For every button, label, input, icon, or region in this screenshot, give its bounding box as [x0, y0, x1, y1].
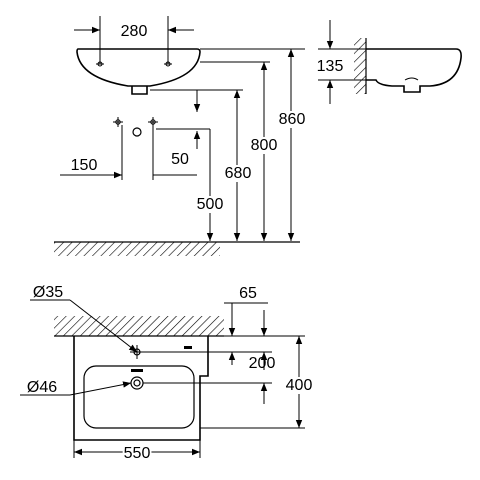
basin-plan-bowl [83, 365, 195, 429]
brand-marker [184, 346, 192, 349]
supply-right-point [148, 117, 158, 127]
front-elevation: 280 150 50 [54, 16, 307, 256]
supply-left-point [113, 117, 123, 127]
dim-tap-to-waste-label: 200 [249, 355, 276, 372]
plan-view: Ø35 Ø46 65 200 400 550 [20, 284, 314, 462]
dim-supply-spacing-label: 50 [171, 151, 189, 168]
dim-supply-height-label-backing [195, 196, 225, 213]
wall-hatch-side [354, 38, 366, 94]
dim-width-label-backing [122, 445, 152, 462]
waste-hole-inner [133, 379, 141, 387]
dim-depth-label-backing [284, 377, 314, 394]
dim-overflow-hole-label: Ø46 [27, 379, 57, 396]
dim-rim-height-label-backing [277, 111, 307, 128]
basin-side [366, 48, 462, 93]
waste-hole-leader [69, 381, 132, 396]
dim-hole-spacing-label: 280 [121, 23, 148, 40]
tap-hole-leader [69, 299, 138, 353]
dim-rim-height-label: 860 [279, 111, 306, 128]
overflow-slot [131, 369, 143, 372]
dim-supply-offset-label: 150 [71, 157, 98, 174]
basin-trap-stub [131, 86, 148, 95]
dim-supply-height-label: 500 [197, 196, 224, 213]
dim-bowl-height-label-backing [249, 137, 279, 154]
dim-tap-hole-label: Ø35 [33, 284, 63, 301]
floor-hatch [54, 242, 220, 256]
fixing-hole-right [165, 61, 171, 67]
dim-wall-to-hook-label-backing [315, 58, 345, 75]
basin-plan-outline [73, 336, 209, 441]
dim-hole-spacing-label-backing [119, 23, 149, 40]
wall-hatch-plan [54, 316, 224, 336]
basin-front [76, 48, 201, 87]
dim-trap-height-label: 680 [225, 165, 252, 182]
dim-wall-offset-label: 65 [239, 285, 257, 302]
dim-bowl-height-label: 800 [251, 137, 278, 154]
basin-side-overflow [404, 77, 419, 81]
dim-width-label: 550 [124, 445, 151, 462]
waste-outlet-point [132, 127, 142, 137]
fixing-hole-left [97, 61, 103, 67]
side-elevation: 135 [315, 20, 462, 104]
waste-hole [130, 376, 144, 390]
dim-trap-height-label-backing [223, 165, 253, 182]
dim-depth-label: 400 [286, 377, 313, 394]
dim-wall-to-hook-label: 135 [317, 58, 344, 75]
